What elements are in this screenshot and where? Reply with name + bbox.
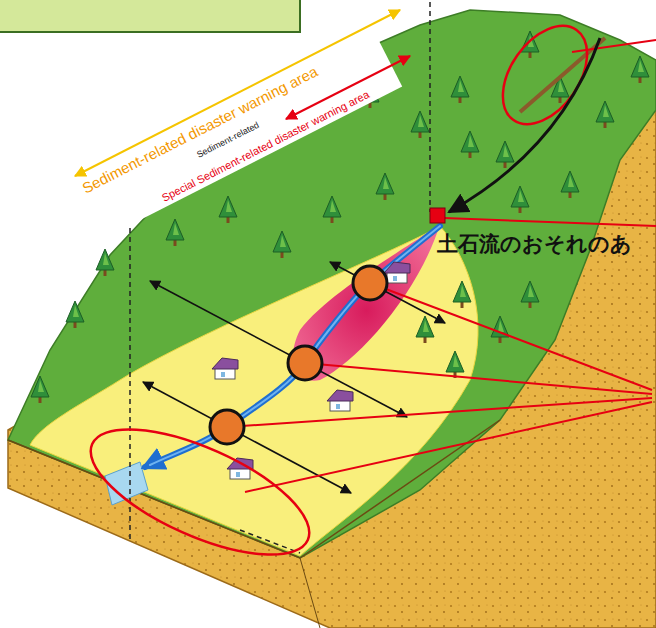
tree [66, 301, 84, 328]
boundary-dash [429, 2, 431, 212]
tree [323, 196, 341, 223]
boundary-dash [240, 530, 300, 553]
slope-surface [8, 10, 656, 558]
leader-line [305, 363, 652, 394]
tree [521, 281, 539, 308]
debris-flow-stream [145, 226, 440, 467]
tree [273, 231, 291, 258]
tree [461, 131, 479, 158]
note-label: 土石流のおそれのあ [437, 232, 632, 256]
tree [446, 351, 464, 378]
house [212, 358, 238, 379]
tree [561, 171, 579, 198]
tree [96, 249, 114, 276]
label-patch [63, 16, 402, 241]
range-arrow [75, 10, 400, 176]
leader-line [444, 218, 656, 226]
tree [416, 316, 434, 343]
tree [31, 376, 49, 403]
tree [451, 76, 469, 103]
tree [219, 196, 237, 223]
stream-point [288, 346, 322, 380]
tree [596, 101, 614, 128]
pointer-arrow [449, 38, 600, 212]
label-anchor: 土石流のおそれのあ [437, 232, 632, 256]
house [327, 390, 353, 411]
tree [496, 141, 514, 168]
stream-point [210, 410, 244, 444]
leader-line [370, 283, 652, 390]
tree [511, 186, 529, 213]
stream-point [353, 266, 387, 300]
callout-ellipse [74, 404, 325, 580]
block-edge [300, 558, 320, 628]
boundary-dash [129, 228, 131, 540]
tree [376, 173, 394, 200]
tree [453, 281, 471, 308]
stream-highlight [150, 226, 440, 465]
tree [631, 56, 649, 83]
tree [166, 219, 184, 246]
banner-box [0, 0, 300, 32]
callout-ellipse [486, 10, 605, 139]
tree [411, 111, 429, 138]
width-arrow [330, 262, 445, 323]
leader-line [245, 402, 652, 492]
leader-line [227, 398, 652, 427]
valley-point [430, 208, 445, 223]
